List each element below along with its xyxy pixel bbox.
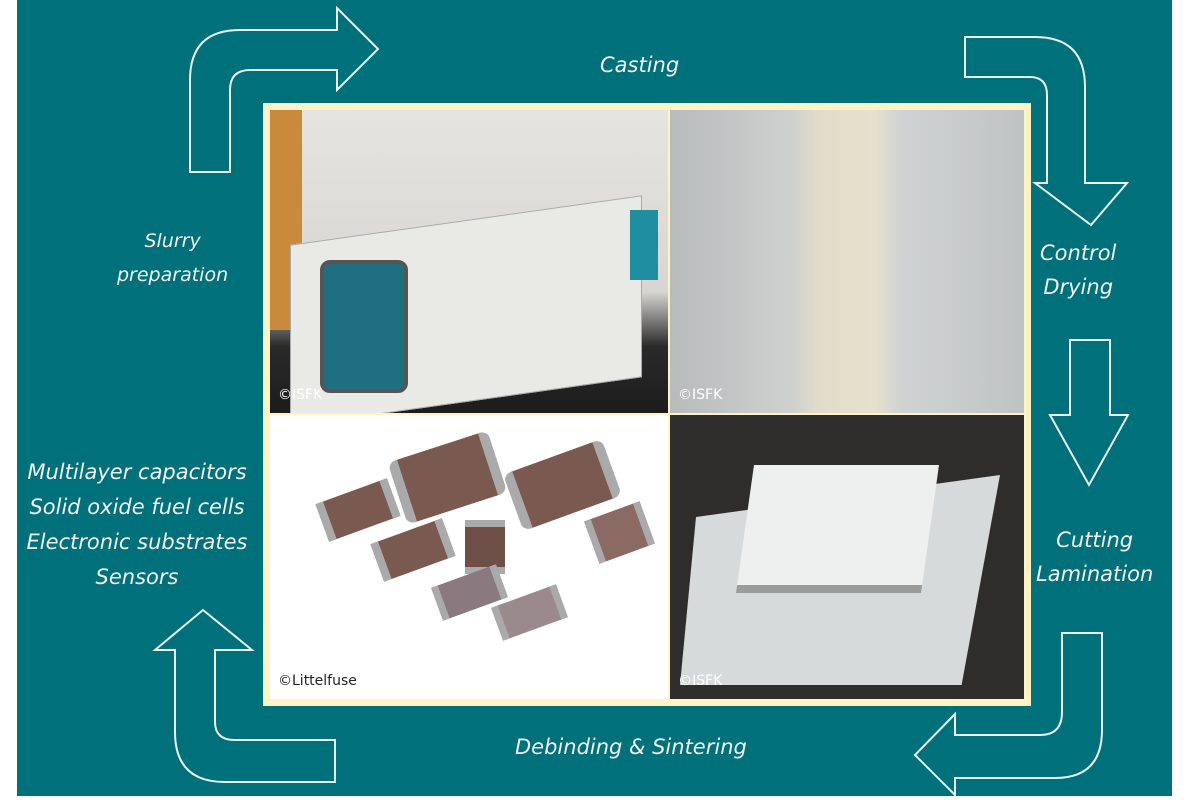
- applications-list: Multilayer capacitors Solid oxide fuel c…: [18, 455, 256, 595]
- arrow-casting-to-drying-icon: [964, 36, 1130, 227]
- application-item: Sensors: [95, 565, 179, 589]
- application-item: Multilayer capacitors: [27, 460, 247, 484]
- arrow-cutting-to-sintering-icon: [913, 632, 1103, 798]
- step-debinding-sintering: Debinding & Sintering: [515, 735, 747, 759]
- photo-credit: ©Littelfuse: [278, 673, 357, 689]
- step-control-drying: Control Drying: [1040, 236, 1116, 304]
- photo-credit: ©ISFK: [678, 387, 723, 403]
- step-slurry-label: Slurry: [144, 230, 201, 252]
- arrow-slurry-to-casting-icon: [189, 5, 380, 173]
- application-item: Solid oxide fuel cells: [29, 495, 245, 519]
- arrow-sintering-to-applications-icon: [152, 608, 336, 783]
- step-preparation-label: preparation: [117, 264, 229, 286]
- application-item: Electronic substrates: [26, 530, 248, 554]
- step-slurry-preparation: Slurry preparation: [117, 224, 228, 292]
- capacitors-photo: ©Littelfuse: [270, 415, 668, 699]
- step-cutting-label: Cutting: [1056, 528, 1134, 552]
- step-control-label: Control: [1040, 241, 1117, 265]
- laminated-stack-photo: ©ISFK: [670, 415, 1024, 699]
- step-drying-label: Drying: [1043, 275, 1114, 299]
- photo-frame: ©ISFK ©ISFK ©Littelfuse ©ISFK: [263, 103, 1031, 706]
- arrow-drying-to-cutting-icon: [1048, 339, 1130, 488]
- tape-caster-photo: ©ISFK: [270, 110, 668, 413]
- photo-credit: ©ISFK: [678, 673, 723, 689]
- green-tape-photo: ©ISFK: [670, 110, 1024, 413]
- step-lamination-label: Lamination: [1036, 562, 1154, 586]
- photo-credit: ©ISFK: [278, 387, 323, 403]
- step-cutting-lamination: Cutting Lamination: [1036, 523, 1153, 591]
- step-casting: Casting: [600, 53, 680, 77]
